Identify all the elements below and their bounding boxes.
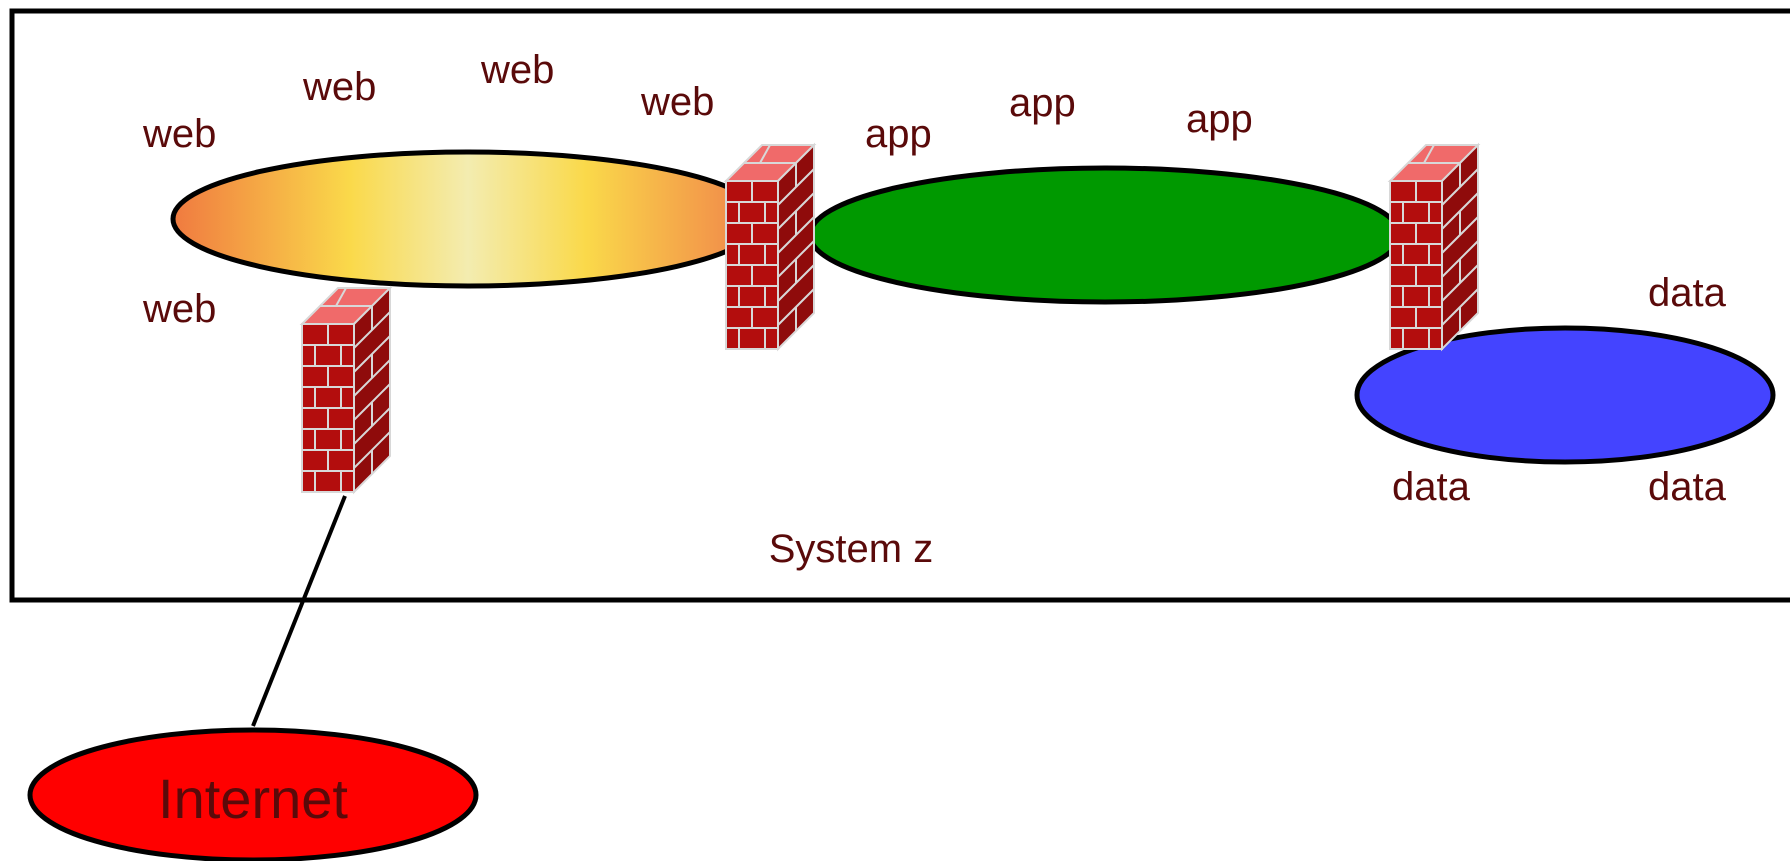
system-z-boundary (9, 8, 1790, 603)
data-ring (1354, 325, 1776, 465)
web-label: web (640, 80, 714, 124)
internet-label: Internet (158, 767, 348, 830)
internet-link (251, 495, 347, 727)
app-ring (807, 165, 1403, 305)
firewall-icon (301, 287, 391, 493)
web-ring (170, 149, 766, 289)
app-label: app (1186, 97, 1253, 141)
firewall-icon (725, 144, 815, 350)
app-label: app (1009, 81, 1076, 125)
app-label: app (865, 112, 932, 156)
web-label: web (142, 112, 216, 156)
firewall-icon (1389, 144, 1479, 350)
web-label: web (480, 48, 554, 92)
data-label: data (1648, 465, 1727, 509)
data-label: data (1392, 465, 1471, 509)
web-label: web (142, 287, 216, 331)
web-label: web (302, 65, 376, 109)
data-label: data (1648, 271, 1727, 315)
system-z-label: System z (769, 527, 933, 571)
internet-node (27, 727, 479, 861)
